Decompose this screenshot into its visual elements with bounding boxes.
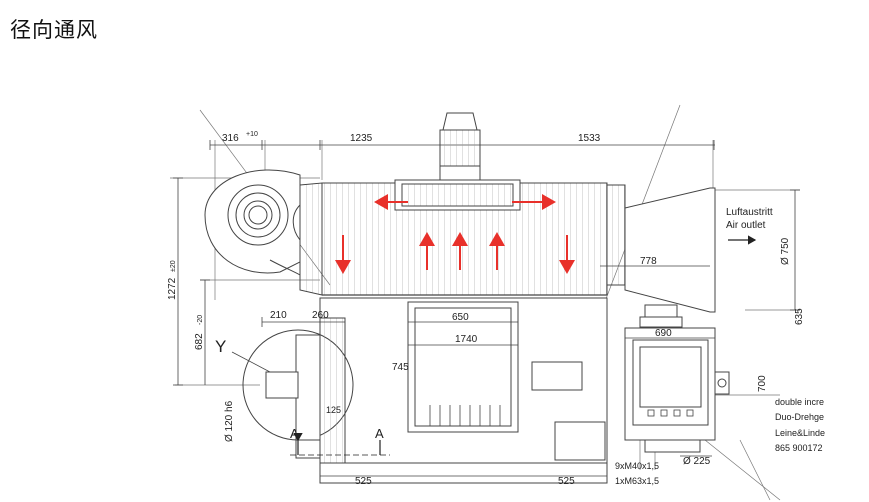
dim-1235: 1235	[350, 133, 373, 144]
dim-120-h6: Ø 120 h6	[224, 400, 235, 442]
airflow-arrows	[335, 194, 575, 274]
fan-volute	[204, 169, 301, 276]
hood-left-cap	[299, 182, 323, 296]
shaft-flange	[242, 317, 354, 464]
dim-778: 778	[640, 256, 657, 267]
note-line-4: 865 900172	[775, 443, 823, 453]
top-fan-unit	[394, 112, 521, 211]
dim-225: Ø 225	[683, 456, 711, 467]
terminal-box	[624, 304, 730, 453]
note-line-1: double incre	[775, 397, 824, 407]
dim-210: 210	[270, 310, 287, 321]
dim-125: 125	[326, 405, 341, 415]
dim-650: 650	[452, 312, 469, 323]
air-outlet-label-en: Air outlet	[726, 220, 766, 231]
section-a-left: A	[290, 426, 299, 441]
note-line-3: Leine&Linde	[775, 428, 825, 438]
thread-label-2: 1xM63x1,5	[615, 476, 659, 486]
dim-525-right: 525	[558, 476, 575, 487]
dim-1533: 1533	[578, 133, 601, 144]
note-line-2: Duo-Drehge	[775, 412, 824, 422]
dim-690: 690	[655, 328, 672, 339]
dim-1740: 1740	[455, 334, 478, 345]
air-outlet-duct	[606, 184, 716, 313]
dim-682: 682	[194, 333, 205, 350]
motor-body	[319, 297, 608, 484]
dim-700: 700	[757, 375, 768, 392]
dim-1272: 1272	[167, 277, 178, 300]
thread-label-1: 9xM40x1,5	[615, 461, 659, 471]
dim-525-left: 525	[355, 476, 372, 487]
view-y-label: Y	[215, 337, 226, 356]
dim-635: 635	[794, 308, 805, 325]
section-a-right: A	[375, 426, 384, 441]
dim-316-tolerance: +10	[246, 131, 258, 138]
dim-260: 260	[312, 310, 329, 321]
dim-750: Ø 750	[780, 237, 791, 265]
dim-316: 316	[222, 133, 239, 144]
dim-745: 745	[392, 362, 409, 373]
diagram-title: 径向通风	[10, 18, 98, 42]
terminal-glands	[647, 409, 694, 417]
dim-682-tolerance: -20	[197, 315, 204, 325]
dim-1272-tolerance: ±20	[170, 260, 177, 272]
air-outlet-label-de: Luftaustritt	[726, 207, 773, 218]
fins-row	[429, 405, 501, 426]
